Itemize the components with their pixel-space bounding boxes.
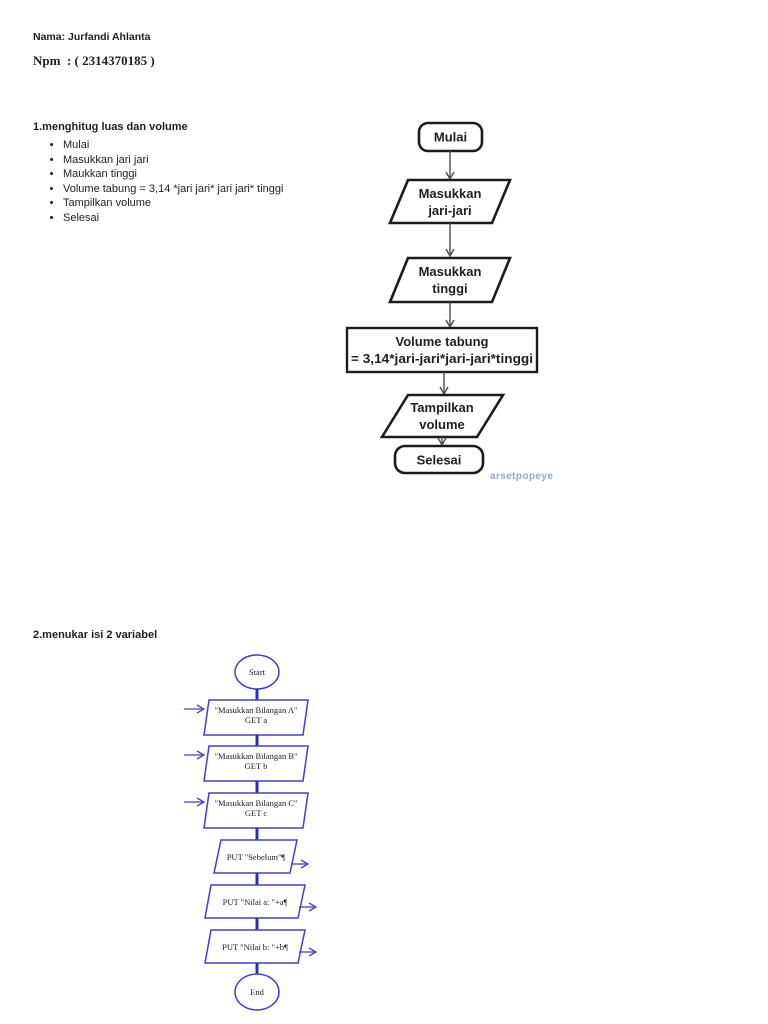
fc1-input-radius-line1: Masukkan [419, 186, 482, 201]
fc1-input-radius-line2: jari-jari [427, 203, 471, 218]
fc2-end-node: End [234, 973, 280, 1011]
arrow-right-icon [300, 859, 310, 869]
list-item: Selesai [63, 211, 283, 226]
arrow-right-icon [308, 902, 318, 912]
parallelogram-shape [203, 792, 309, 829]
fc1-input-height-node: Masukkan tinggi [388, 256, 512, 304]
fc1-end-label: Selesai [417, 453, 462, 468]
fc1-arrow-2 [445, 223, 455, 258]
fc2-output-arrow-1 [291, 859, 310, 869]
fc1-output-line1: Tampilkan [410, 400, 473, 415]
parallelogram-shape [388, 256, 512, 304]
fc1-input-radius-node: Masukkan jari-jari [388, 178, 512, 225]
parallelogram-shape [379, 393, 506, 439]
arrow-right-icon [196, 797, 206, 807]
fc2-start-label: Start [249, 667, 266, 677]
fc2-get-a-line2: GET a [245, 715, 267, 725]
fc2-get-c-line1: "Masukkan Bilangan C" [215, 798, 298, 808]
fc1-process-line1: Volume tabung [396, 334, 489, 349]
fc2-get-b-line1: "Masukkan Bilangan B" [215, 751, 298, 761]
fc1-start-label: Mulai [434, 130, 467, 145]
arrow-down-icon [445, 248, 455, 258]
flowchart-volume-tabung: Mulai Masukkan jari-jari Masukkan tinggi… [345, 121, 539, 475]
fc1-process-line2: = 3,14*jari-jari*jari-jari*tinggi [351, 351, 533, 366]
fc2-get-c-node: "Masukkan Bilangan C" GET c [203, 792, 309, 829]
student-name: Nama: Jurfandi Ahlanta [33, 31, 151, 43]
fc2-get-b-node: "Masukkan Bilangan B" GET b [203, 745, 309, 782]
flowchart-swap-variables: Start "Masukkan Bilangan A" GET a "Masuk… [184, 654, 318, 1011]
fc1-output-node: Tampilkan volume [379, 393, 506, 439]
fc2-input-arrow-c [184, 797, 206, 807]
fc1-arrow-3 [445, 302, 455, 329]
fc2-output-arrow-2 [299, 902, 318, 912]
parallelogram-shape [203, 745, 309, 782]
parallelogram-shape [203, 699, 309, 736]
fc1-arrow-1 [445, 151, 455, 181]
list-item: Masukkan jari jari [63, 153, 283, 168]
section1-bullet-list: Mulai Masukkan jari jari Maukkan tinggi … [47, 138, 283, 225]
process-shape [345, 326, 539, 374]
fc2-put-sebelum-label: PUT "Sebelum"¶ [227, 852, 286, 862]
arrow-right-icon [196, 704, 206, 714]
parallelogram-shape [204, 884, 306, 919]
arrow-right-icon [196, 750, 206, 760]
fc2-get-c-line2: GET c [245, 808, 267, 818]
fc2-input-arrow-b [184, 750, 206, 760]
fc2-get-b-line2: GET b [245, 761, 268, 771]
list-item: Mulai [63, 138, 283, 153]
list-item: Tampilkan volume [63, 196, 283, 211]
fc2-input-arrow-a [184, 704, 206, 714]
parallelogram-shape [204, 929, 306, 964]
parallelogram-shape [213, 839, 298, 874]
fc2-put-nilai-b-label: PUT "Nilai b: "+b¶ [222, 942, 288, 952]
fc2-put-nilai-b-node: PUT "Nilai b: "+b¶ [204, 929, 306, 964]
fc2-end-label: End [250, 987, 264, 997]
fc2-put-sebelum-node: PUT "Sebelum"¶ [213, 839, 298, 874]
fc2-put-nilai-a-node: PUT "Nilai a: "+a¶ [204, 884, 306, 919]
fc2-get-a-node: "Masukkan Bilangan A" GET a [203, 699, 309, 736]
fc1-end-node: Selesai [393, 444, 485, 475]
fc1-start-node: Mulai [417, 121, 484, 153]
fc1-input-height-line2: tinggi [432, 281, 467, 296]
fc1-arrow-4 [439, 372, 449, 396]
fc2-output-arrow-3 [299, 947, 318, 957]
list-item: Maukkan tinggi [63, 167, 283, 182]
terminator-shape [234, 973, 280, 1011]
student-npm: Npm : ( 2314370185 ) [33, 53, 155, 68]
list-item: Volume tabung = 3,14 *jari jari* jari ja… [63, 182, 283, 197]
watermark-text: arsetpopeye [490, 471, 554, 482]
fc1-process-node: Volume tabung = 3,14*jari-jari*jari-jari… [345, 326, 539, 374]
fc1-input-height-line1: Masukkan [419, 264, 482, 279]
section1-title: 1.menghitug luas dan volume [33, 121, 188, 133]
fc2-get-a-line1: "Masukkan Bilangan A" [215, 705, 298, 715]
fc2-put-nilai-a-label: PUT "Nilai a: "+a¶ [223, 897, 288, 907]
arrow-right-icon [308, 947, 318, 957]
fc1-output-line2: volume [419, 417, 465, 432]
terminator-shape [393, 444, 485, 475]
parallelogram-shape [388, 178, 512, 225]
section2-title: 2.menukar isi 2 variabel [33, 629, 158, 641]
fc2-start-node: Start [234, 654, 280, 690]
